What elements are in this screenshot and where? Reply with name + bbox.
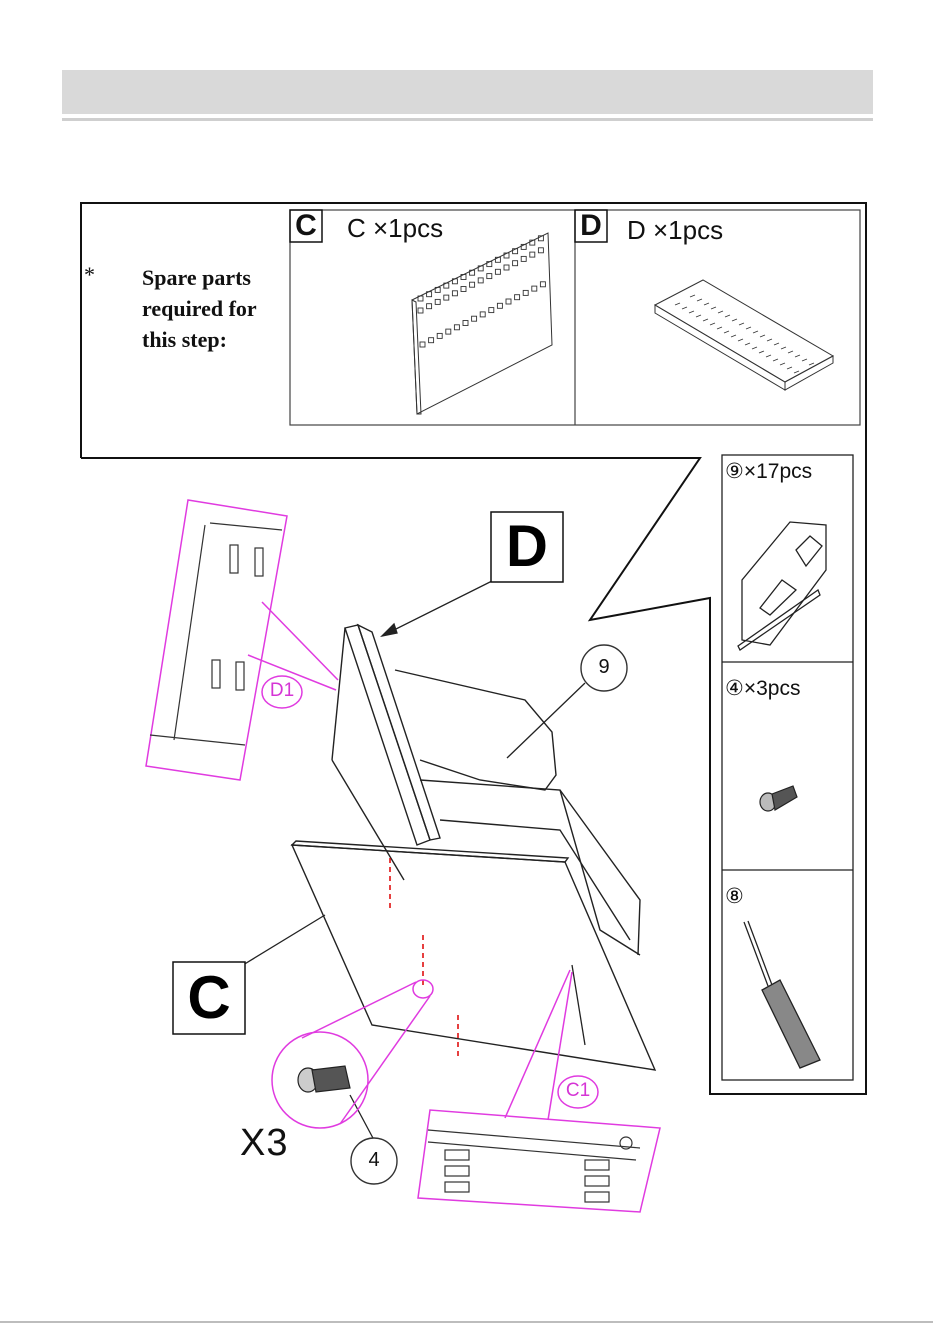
divider-9-drawing [738, 522, 826, 650]
callout-4: 4 [351, 1149, 397, 1172]
detail-c1-label: C1 [558, 1080, 598, 1102]
page-bottom-rule [0, 1321, 933, 1323]
detail-d1-drawing [150, 523, 282, 745]
screw-quantity-label: X3 [240, 1122, 288, 1165]
label-c: C [173, 962, 245, 1034]
part-d-letter: D [575, 210, 607, 242]
detail-callouts [146, 500, 660, 1212]
panel-d-thumbnail [655, 280, 833, 390]
hardware-8-label: ⑧ [725, 884, 744, 909]
part-c-letter: C [290, 210, 322, 242]
screw-4-drawing [760, 786, 797, 811]
detail-c1-drawing [428, 1130, 640, 1202]
exploded-assembly [292, 625, 655, 1070]
panel-c-thumbnail [412, 233, 552, 414]
hardware-panel [722, 455, 853, 1080]
hardware-4-label: ④×3pcs [725, 676, 800, 701]
spare-parts-heading: Spare parts required for this step: [142, 262, 282, 355]
screwdriver-drawing [744, 921, 820, 1068]
part-d-quantity-label: D ×1pcs [627, 215, 723, 246]
part-c-quantity-label: C ×1pcs [347, 213, 443, 244]
asterisk-marker: * [84, 262, 95, 288]
detail-d1-label: D1 [262, 680, 302, 702]
label-d: D [491, 512, 563, 582]
panel-slots [418, 236, 814, 373]
hardware-9-label: ⑨×17pcs [725, 459, 812, 484]
callout-9: 9 [581, 656, 627, 679]
zoomed-screw-drawing [298, 1066, 350, 1092]
